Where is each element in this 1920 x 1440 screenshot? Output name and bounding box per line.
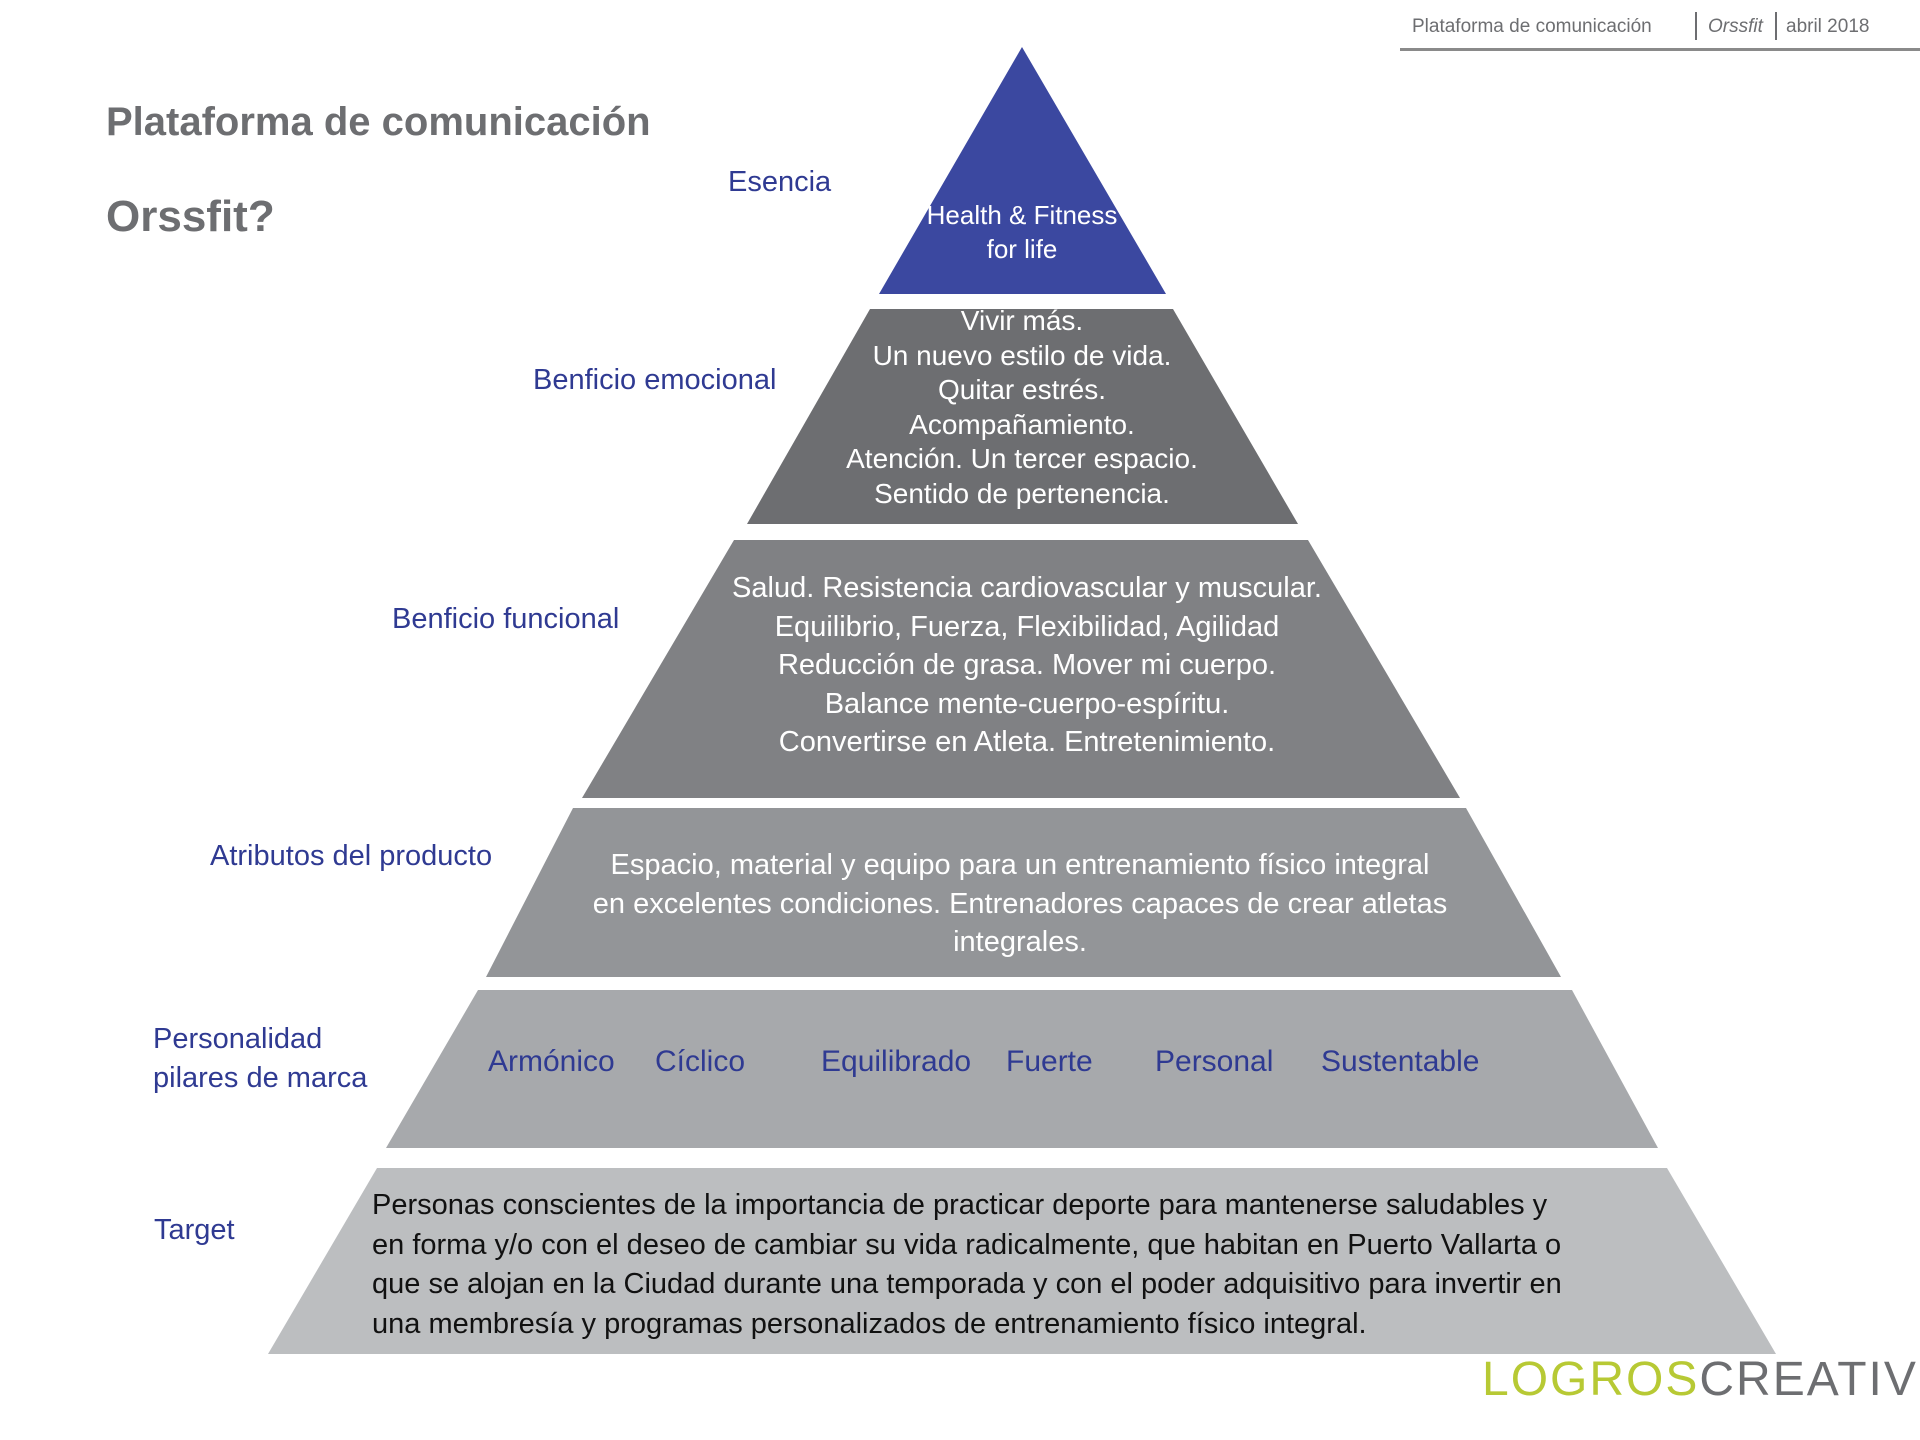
tier-target-shape: [268, 1168, 1776, 1354]
document-header: Plataforma de comunicación Orssfit abril…: [1400, 10, 1920, 51]
tier-text-line: Atención. Un tercer espacio.: [846, 443, 1198, 475]
header-separator: [1695, 12, 1697, 40]
tier-text-line: Sentido de pertenencia.: [874, 477, 1170, 509]
tier-pilares-shape: [386, 990, 1658, 1148]
tier-text-line: Espacio, material y equipo para un entre…: [610, 849, 1430, 881]
pillar-item: Armónico: [488, 1045, 615, 1078]
tier-text-line: Health & Fitness: [926, 200, 1118, 230]
logo-part-logros: LOGROS: [1482, 1353, 1700, 1406]
page-subtitle: Orssfit?: [106, 192, 275, 241]
header-brand: Orssfit: [1708, 16, 1763, 37]
tier-atributos-text: Espacio, material y equipo para un entre…: [545, 846, 1495, 962]
header-separator: [1775, 12, 1777, 40]
header-date: abril 2018: [1786, 16, 1870, 37]
tier-text-line: for life: [986, 234, 1058, 264]
tier-text-line: Equilibrio, Fuerza, Flexibilidad, Agilid…: [774, 610, 1280, 643]
tier-text-line: Personas conscientes de la importancia d…: [372, 1189, 1548, 1221]
pillar-item: Cíclico: [655, 1045, 746, 1078]
tier-esencia-text: Health & Fitness for life: [922, 198, 1122, 266]
logos-creativos-logo: LOGROSCREATIVOS: [1482, 1352, 1920, 1407]
pillar-item: Fuerte: [1006, 1045, 1093, 1078]
header-doc-title: Plataforma de comunicación: [1412, 16, 1652, 37]
level-label-personalidad: Personalidad: [153, 1023, 323, 1055]
level-label-atributos: Atributos del producto: [210, 840, 493, 872]
tier-text-line: Reducción de grasa. Mover mi cuerpo.: [777, 649, 1277, 681]
tier-text-line: integrales.: [953, 926, 1087, 958]
pillar-item: Sustentable: [1321, 1045, 1480, 1078]
tier-text-line: Convertirse en Atleta. Entretenimiento.: [778, 726, 1276, 758]
tier-text-line: en excelentes condiciones. Entrenadores …: [592, 887, 1448, 920]
tier-text-line: una membresía y programas personalizados…: [372, 1307, 1367, 1340]
logo-part-creativos: CREATIVOS: [1699, 1353, 1920, 1406]
level-label-funcional: Benficio funcional: [392, 603, 620, 635]
page-title: Plataforma de comunicación: [106, 100, 651, 144]
tier-text-line: Un nuevo estilo de vida.: [872, 339, 1172, 371]
tier-text-line: Quitar estrés.: [937, 374, 1107, 406]
tier-text-line: en forma y/o con el deseo de cambiar su …: [372, 1228, 1562, 1261]
tier-text-line: que se alojan en la Ciudad durante una t…: [372, 1268, 1562, 1300]
tier-funcional-text: Salud. Resistencia cardiovascular y musc…: [700, 569, 1354, 762]
level-label-esencia: Esencia: [728, 166, 832, 198]
tier-text-line: Vivir más.: [960, 305, 1084, 336]
pillar-item: Equilibrado: [821, 1045, 972, 1078]
tier-text-line: Acompañamiento.: [909, 408, 1135, 440]
tier-text-line: Salud. Resistencia cardiovascular y musc…: [732, 572, 1322, 604]
level-label-target: Target: [154, 1214, 235, 1246]
tier-target-text: Personas conscientes de la importancia d…: [372, 1186, 1562, 1344]
tier-funcional-shape: [582, 540, 1460, 798]
pillar-item: Personal: [1155, 1045, 1274, 1078]
tier-esencia-shape: [879, 47, 1166, 294]
level-label-emocional: Benficio emocional: [533, 364, 777, 396]
level-label-pilares: pilares de marca: [153, 1062, 368, 1094]
tier-emocional-shape: [747, 309, 1298, 524]
tier-text-line: Balance mente-cuerpo-espíritu.: [824, 687, 1230, 720]
tier-emocional-text: Vivir más. Un nuevo estilo de vida. Quit…: [812, 304, 1232, 512]
tier-atributos-shape: [486, 808, 1561, 977]
